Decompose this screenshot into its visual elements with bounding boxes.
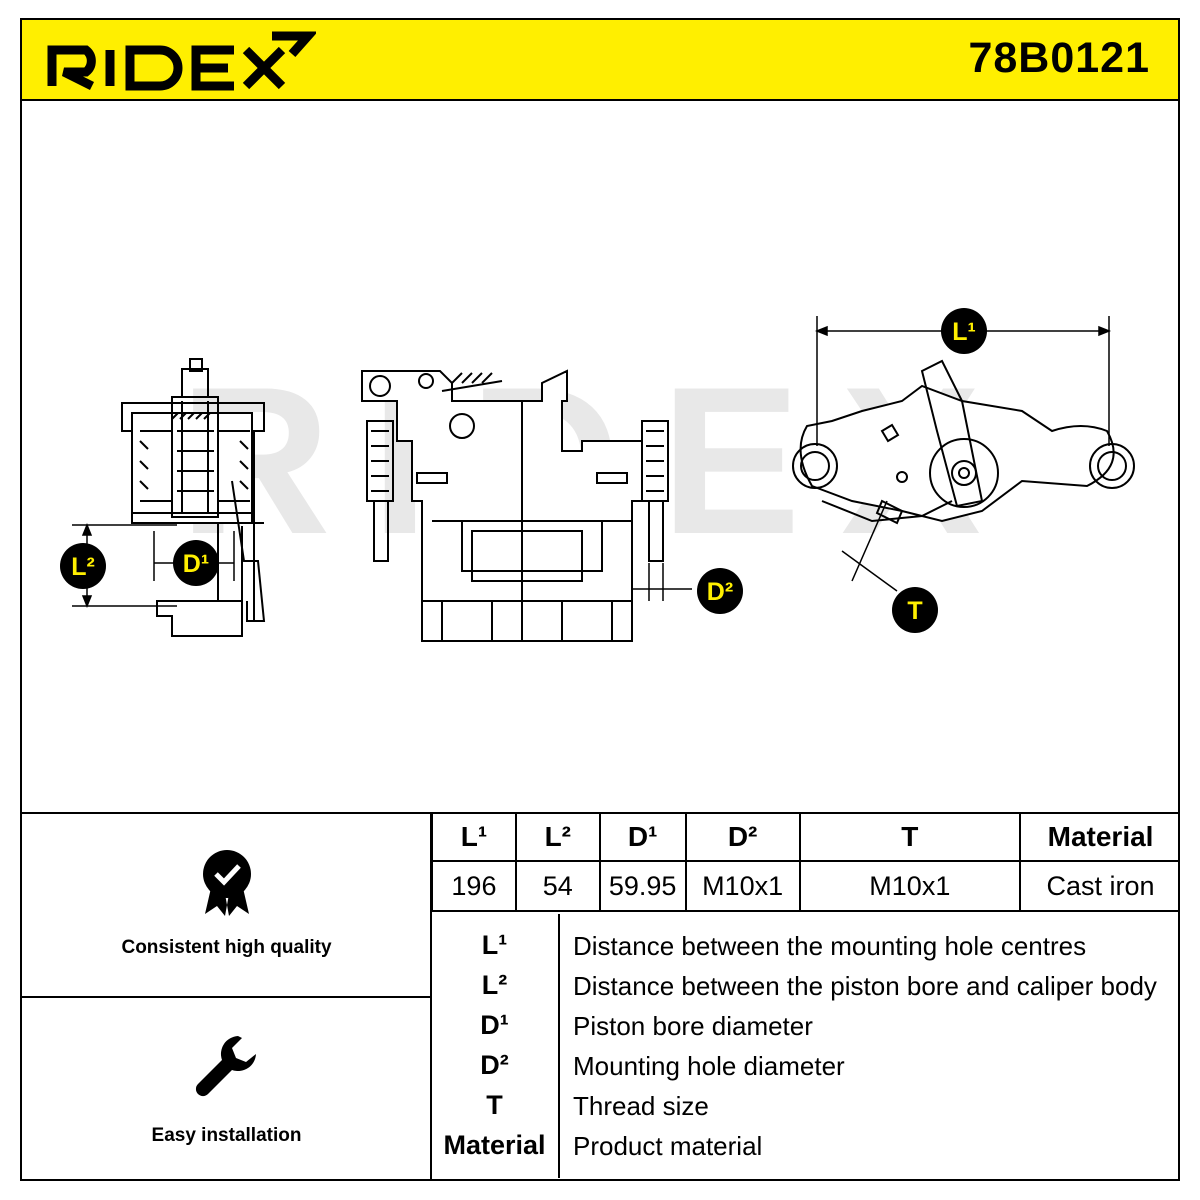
legend-row: Material Product material <box>431 1128 1180 1168</box>
legend-desc: Piston bore diameter <box>573 1011 813 1041</box>
svg-text:T: T <box>907 597 922 625</box>
features-divider <box>430 814 432 1180</box>
specs-table: L¹ L² D¹ D² T Material 196 54 59.95 M10x… <box>431 814 1180 912</box>
spec-value: M10x1 <box>798 860 1022 912</box>
legend-key: T <box>486 1090 503 1120</box>
callout-d2: D² <box>697 568 743 614</box>
spec-header: D¹ <box>598 814 687 862</box>
section-divider <box>20 812 1180 814</box>
features-panel: Consistent high quality Easy installatio… <box>22 814 431 1179</box>
feature-quality: Consistent high quality <box>22 848 431 959</box>
legend-row: T Thread size <box>431 1088 1180 1128</box>
spec-header: T <box>798 814 1022 862</box>
legend-key: D¹ <box>480 1010 509 1040</box>
spec-header: L² <box>514 814 601 862</box>
spec-value: 59.95 <box>598 860 687 912</box>
dimension-lines <box>72 316 1112 609</box>
svg-text:D¹: D¹ <box>183 550 209 578</box>
legend-key: D² <box>480 1050 509 1080</box>
legend-row: D² Mounting hole diameter <box>431 1048 1180 1088</box>
header-bar: 78B0121 <box>20 18 1180 101</box>
specs-value-row: 196 54 59.95 M10x1 M10x1 Cast iron <box>431 860 1180 912</box>
spec-header: L¹ <box>431 814 517 862</box>
side-view-drawing <box>121 358 266 637</box>
spec-value: 54 <box>514 860 601 912</box>
part-number: 78B0121 <box>968 34 1150 82</box>
caliper-technical-drawing: RIDEX <box>60 308 1135 642</box>
svg-text:D²: D² <box>707 578 733 606</box>
legend-row: L² Distance between the piston bore and … <box>431 968 1180 1008</box>
legend-key: L¹ <box>481 930 508 960</box>
ridex-logo <box>47 31 316 91</box>
legend-key: L² <box>481 970 508 1000</box>
legend-desc: Distance between the mounting hole centr… <box>573 931 1087 961</box>
wrench-icon <box>195 1036 256 1097</box>
top-view-drawing <box>792 359 1135 525</box>
callout-l1: L¹ <box>941 308 987 354</box>
svg-text:L²: L² <box>71 553 95 581</box>
quality-badge-icon <box>202 850 251 916</box>
legend-table: L¹ Distance between the mounting hole ce… <box>431 914 1180 1180</box>
spec-value: M10x1 <box>684 860 801 912</box>
callout-d1: D¹ <box>173 540 219 586</box>
legend-key: Material <box>443 1130 546 1160</box>
callout-t: T <box>892 587 938 633</box>
feature-quality-label: Consistent high quality <box>121 937 332 958</box>
feature-divider <box>22 996 431 998</box>
svg-text:L¹: L¹ <box>952 318 976 346</box>
specs-header-row: L¹ L² D¹ D² T Material <box>431 814 1180 862</box>
legend-desc: Product material <box>573 1131 763 1161</box>
feature-installation-label: Easy installation <box>151 1125 302 1146</box>
legend-desc: Thread size <box>573 1091 709 1121</box>
spec-header: D² <box>684 814 801 862</box>
spec-value: 196 <box>431 860 517 912</box>
front-view-drawing <box>361 369 669 642</box>
legend-row: L¹ Distance between the mounting hole ce… <box>431 928 1180 968</box>
legend-desc: Distance between the piston bore and cal… <box>573 971 1157 1001</box>
legend-desc: Mounting hole diameter <box>573 1051 845 1081</box>
legend-divider <box>558 914 560 1178</box>
spec-header: Material <box>1019 814 1180 862</box>
feature-installation: Easy installation <box>22 1032 431 1147</box>
legend-row: D¹ Piston bore diameter <box>431 1008 1180 1048</box>
callout-l2: L² <box>60 543 106 589</box>
spec-value: Cast iron <box>1019 860 1180 912</box>
